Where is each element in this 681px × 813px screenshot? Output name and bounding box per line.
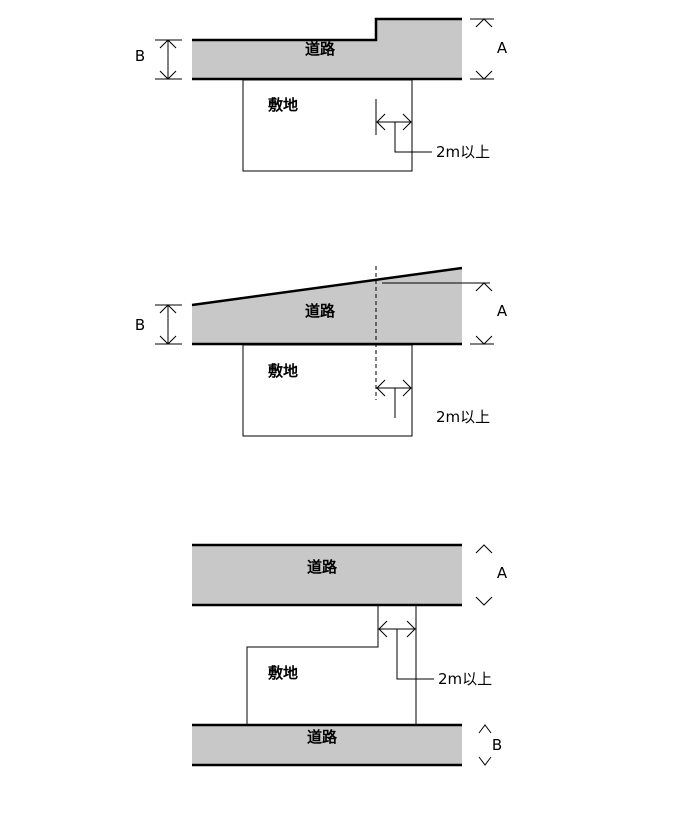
diagram-stepped-road: 道路 敷地 2m以上 B A <box>135 17 508 172</box>
min-width-label: 2m以上 <box>438 670 492 688</box>
lower-road-label: 道路 <box>307 728 338 746</box>
upper-road-area <box>192 545 462 605</box>
upper-road-label: 道路 <box>307 558 338 576</box>
dimension-b <box>155 39 182 80</box>
dimension-a <box>475 544 493 606</box>
site-outline <box>242 79 413 172</box>
min-width-label: 2m以上 <box>436 143 490 161</box>
road-edge-top <box>191 266 463 307</box>
width-b-label: B <box>492 736 502 754</box>
site-outline <box>242 344 413 437</box>
dimension-a <box>470 18 494 80</box>
site-label: 敷地 <box>268 664 298 682</box>
min-width-label: 2m以上 <box>436 408 490 426</box>
site-label: 敷地 <box>268 362 298 380</box>
road-label: 道路 <box>305 302 336 320</box>
dimension-b <box>478 724 492 766</box>
width-b-label: B <box>135 47 145 65</box>
road-area <box>192 268 462 344</box>
width-b-label: B <box>135 316 145 334</box>
dimension-2m <box>378 620 434 680</box>
road-area <box>192 19 462 79</box>
dimension-b <box>155 304 182 345</box>
diagram-two-roads: 道路 敷地 2m以上 A 道路 B <box>192 543 508 767</box>
width-a-label: A <box>497 302 508 320</box>
dimension-2m <box>376 376 413 418</box>
road-edge-top <box>192 17 462 42</box>
lower-road-area <box>192 725 462 765</box>
site-outline <box>246 606 379 724</box>
diagram-sloped-road: 道路 敷地 2m以上 B A <box>135 266 508 437</box>
road-label: 道路 <box>305 40 336 58</box>
site-label: 敷地 <box>268 96 298 114</box>
width-a-label: A <box>497 564 508 582</box>
dimension-2m <box>375 99 432 153</box>
width-a-label: A <box>497 39 508 57</box>
dimension-a <box>470 282 494 345</box>
